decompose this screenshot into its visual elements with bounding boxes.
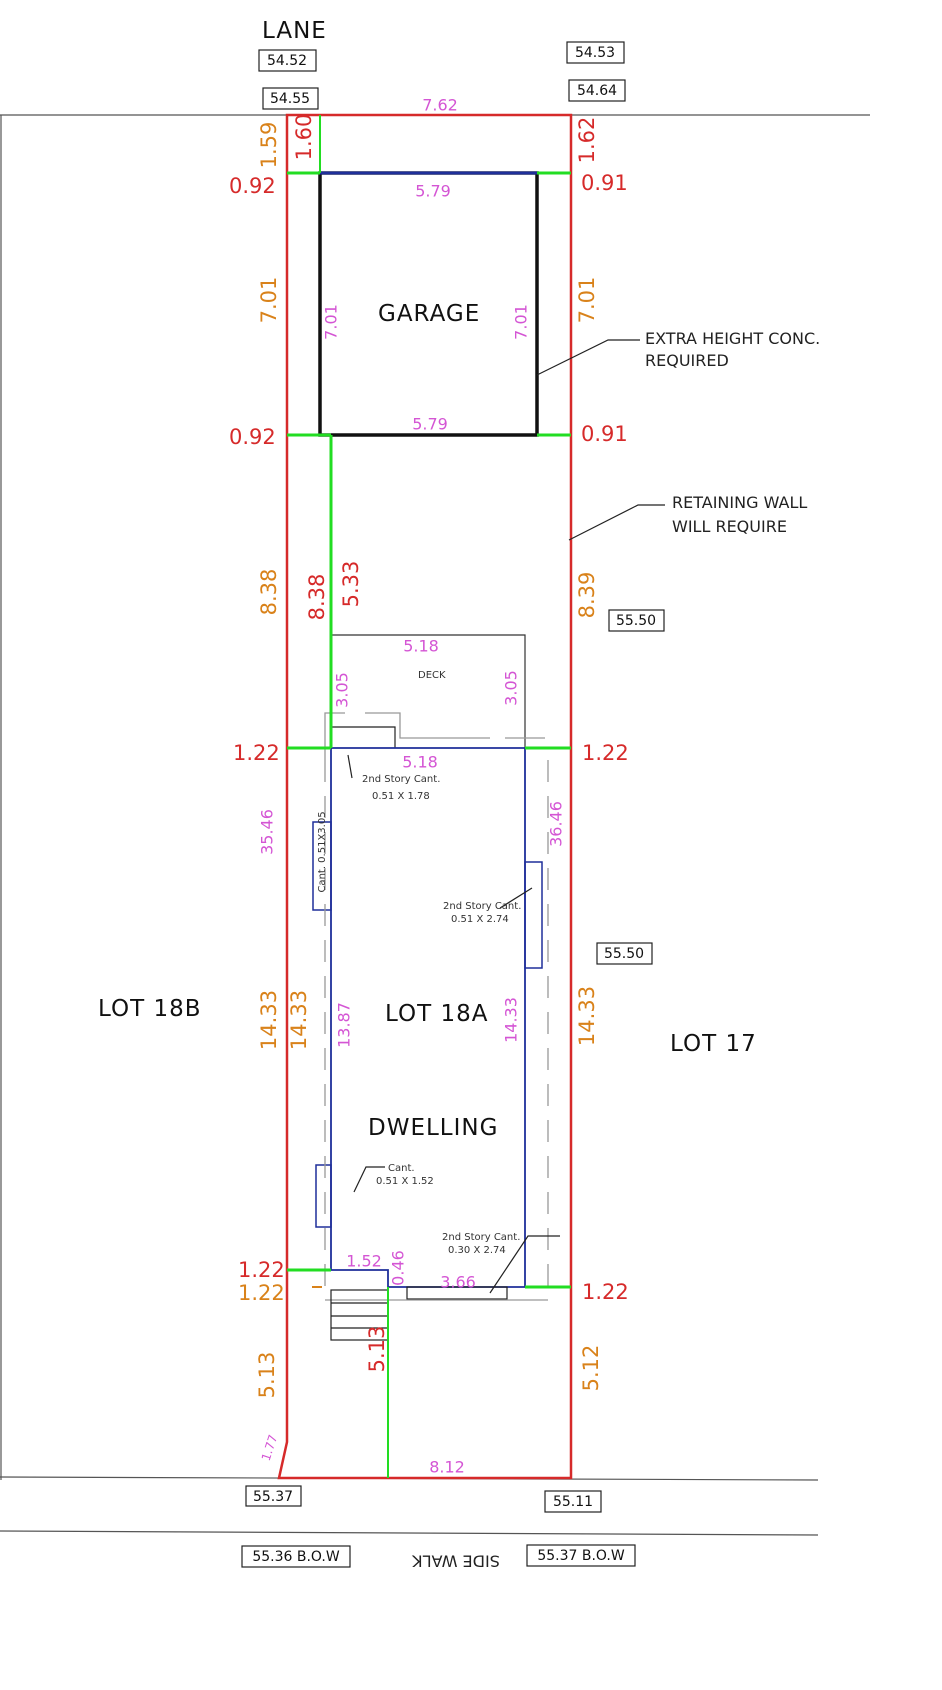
dim-rear-width: 7.62	[422, 96, 458, 115]
dim: 14.33	[502, 997, 521, 1043]
note-extra-height: EXTRA HEIGHT CONC.	[645, 329, 820, 348]
elevation-bow-left: 55.36 B.O.W	[241, 1545, 351, 1568]
lot-18a-label: LOT 18A	[385, 1001, 488, 1027]
svg-text:55.50: 55.50	[616, 613, 656, 629]
note-cant-top: 2nd Story Cant.	[362, 774, 440, 785]
dim: 1.59	[257, 122, 281, 169]
dim: 5.13	[255, 1352, 279, 1399]
svg-text:55.37 B.O.W: 55.37 B.O.W	[537, 1548, 624, 1564]
dim: 5.79	[412, 415, 448, 434]
dim: 5.18	[403, 637, 439, 656]
note-cant-top-size: 0.51 X 1.78	[372, 791, 430, 802]
setback-dimensions	[287, 115, 571, 1478]
note-retaining-wall: RETAINING WALL	[672, 493, 807, 512]
dim: 5.13	[365, 1326, 389, 1373]
elevation-55-37: 55.37	[245, 1485, 302, 1507]
lane-label: LANE	[262, 18, 327, 44]
deck-label: DECK	[418, 670, 446, 681]
dim: 13.87	[335, 1002, 354, 1048]
svg-text:55.37: 55.37	[253, 1489, 293, 1505]
dim: 1.22	[582, 1280, 629, 1304]
note-cant-left-size: 0.51 X 1.52	[376, 1176, 434, 1187]
dim: 1.77	[259, 1433, 281, 1463]
elevation-bow-right: 55.37 B.O.W	[526, 1544, 636, 1567]
dim: 8.39	[575, 572, 599, 619]
leader-lines	[347, 339, 665, 1294]
dim: 1.62	[575, 117, 599, 164]
dim: 14.33	[257, 990, 281, 1050]
note-required: REQUIRED	[645, 351, 729, 370]
svg-text:55.50: 55.50	[604, 946, 644, 962]
svg-text:54.53: 54.53	[575, 45, 615, 61]
sidewalk-line-bottom	[0, 1530, 819, 1536]
dim: 5.79	[415, 182, 451, 201]
dim: 3.05	[502, 670, 521, 706]
svg-text:55.36 B.O.W: 55.36 B.O.W	[252, 1549, 339, 1565]
dim: 8.38	[305, 574, 329, 621]
dim: 7.01	[512, 304, 531, 340]
elevation-54-64: 54.64	[568, 79, 626, 102]
dim: 7.01	[575, 277, 599, 324]
svg-text:55.11: 55.11	[553, 1494, 593, 1510]
dim: 5.12	[579, 1345, 603, 1392]
garage	[318, 171, 539, 437]
garage-label: GARAGE	[378, 301, 480, 327]
dim: 0.46	[389, 1250, 408, 1286]
dim: 14.33	[287, 990, 311, 1050]
property-line	[277, 113, 573, 1480]
dim: 1.22	[233, 741, 280, 765]
svg-text:54.52: 54.52	[267, 53, 307, 69]
lot-17-label: LOT 17	[670, 1031, 757, 1057]
note-cant-left: Cant.	[388, 1163, 415, 1174]
dim: 35.46	[258, 809, 277, 855]
dim: 0.91	[581, 171, 628, 195]
elevation-54-53: 54.53	[566, 41, 625, 64]
note-cant-right: 2nd Story Cant.	[443, 901, 521, 912]
svg-text:54.64: 54.64	[577, 83, 617, 99]
dim: 1.22	[238, 1281, 285, 1305]
elevation-55-50-a: 55.50	[608, 609, 665, 632]
elevation-54-52: 54.52	[258, 49, 317, 72]
dim: 5.33	[339, 561, 363, 608]
note-cant-side: Cant. 0.51X3.05	[317, 811, 328, 892]
dwelling-label: DWELLING	[368, 1115, 498, 1141]
svg-text:54.55: 54.55	[270, 91, 310, 107]
note-cant-right-size: 0.51 X 2.74	[451, 914, 509, 925]
dim: 1.22	[238, 1258, 285, 1282]
dim: 1.60	[292, 114, 316, 161]
dim: 0.91	[581, 422, 628, 446]
elevation-54-55: 54.55	[262, 87, 319, 110]
dim: 8.38	[257, 569, 281, 616]
sidewalk-label: SIDE WALK	[412, 1552, 500, 1571]
dim: 0.92	[229, 174, 276, 198]
elevation-55-11: 55.11	[544, 1490, 602, 1513]
note-cant-bottom: 2nd Story Cant.	[442, 1232, 520, 1243]
dim: 1.52	[346, 1252, 382, 1271]
note-will-require: WILL REQUIRE	[672, 517, 787, 536]
dim: 14.33	[575, 986, 599, 1046]
dim: 8.12	[429, 1458, 465, 1477]
dim: 1.22	[582, 741, 629, 765]
dim: 3.66	[440, 1273, 476, 1292]
dim: 7.01	[322, 304, 341, 340]
elevation-55-50-b: 55.50	[596, 942, 653, 965]
dim: 5.18	[402, 753, 438, 772]
dim: 3.05	[333, 672, 352, 708]
dim: 36.46	[547, 801, 566, 847]
lot-18b-label: LOT 18B	[98, 996, 202, 1022]
note-cant-bottom-size: 0.30 X 2.74	[448, 1245, 506, 1256]
dim: 7.01	[257, 277, 281, 324]
dim: 0.92	[229, 425, 276, 449]
